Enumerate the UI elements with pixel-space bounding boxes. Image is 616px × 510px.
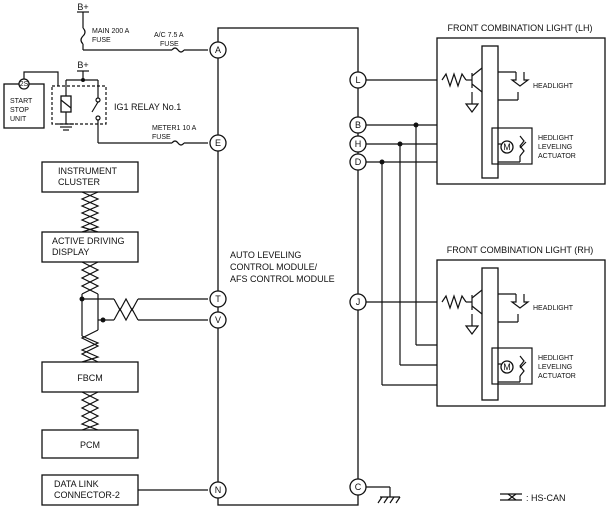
svg-text:J: J (356, 297, 361, 307)
instrument-cluster: INSTRUMENT CLUSTER (41, 161, 139, 193)
svg-text:L: L (355, 75, 360, 85)
can-twist-fbcm-pcm (80, 391, 100, 431)
pin-C: C (349, 478, 367, 496)
lh-headlight-label: HEADLIGHT (533, 83, 574, 90)
pin-E: E (209, 134, 227, 152)
rh-headlight-label: HEADLIGHT (533, 305, 574, 312)
svg-text:H: H (355, 139, 362, 149)
instrument-cluster-line1: INSTRUMENT (58, 166, 117, 176)
pcm: PCM (41, 429, 139, 459)
ground-symbol-c (366, 486, 401, 504)
fbcm-label: FBCM (77, 373, 103, 383)
legend-hs-can-label: : HS-CAN (526, 493, 566, 503)
pin-B: B (349, 116, 367, 134)
start-stop-badge: 2S (20, 81, 29, 88)
control-module-line1: AUTO LEVELING (230, 250, 301, 260)
svg-text:E: E (215, 138, 221, 148)
rh-actuator-line2: LEVELING (538, 364, 572, 371)
ig1-relay-label: IG1 RELAY No.1 (114, 102, 181, 112)
meter-fuse-circuit: METER1 10 A FUSE (98, 125, 208, 146)
control-module-line3: AFS CONTROL MODULE (230, 274, 335, 284)
pin-T: T (209, 290, 227, 308)
front-lh-title: FRONT COMBINATION LIGHT (LH) (447, 23, 592, 33)
pin-H: H (349, 135, 367, 153)
front-rh-title: FRONT COMBINATION LIGHT (RH) (447, 245, 594, 255)
rh-motor-label: M (503, 362, 511, 372)
svg-text:B: B (355, 120, 361, 130)
main-fuse-label-line2: FUSE (92, 37, 111, 44)
instrument-cluster-line2: CLUSTER (58, 177, 101, 187)
rh-headlight-icon (498, 293, 530, 323)
start-stop-line3: UNIT (10, 116, 27, 123)
legend-hs-can: : HS-CAN (500, 493, 566, 503)
main-fuse-symbol (80, 27, 86, 45)
rh-actuator-line3: ACTUATOR (538, 373, 576, 380)
auto-leveling-control-module: AUTO LEVELING CONTROL MODULE/ AFS CONTRO… (217, 27, 359, 506)
pcm-label: PCM (80, 440, 100, 450)
rh-actuator-line1: HEDLIGHT (538, 355, 574, 362)
relay-power-feed: B+ (66, 60, 98, 82)
active-driving-display-line2: DISPLAY (52, 247, 89, 257)
lh-headlight-icon (498, 71, 530, 101)
lh-actuator-line3: ACTUATOR (538, 153, 576, 160)
pin-D: D (349, 153, 367, 171)
data-link-connector: DATA LINK CONNECTOR-2 (41, 474, 208, 506)
active-driving-display: ACTIVE DRIVING DISPLAY (41, 231, 139, 263)
ac-fuse-label-line2: FUSE (160, 41, 179, 48)
active-driving-display-line1: ACTIVE DRIVING (52, 236, 125, 246)
start-stop-unit: 2S START STOP UNIT (3, 71, 59, 129)
pin-V: V (209, 311, 227, 329)
svg-text:N: N (215, 485, 222, 495)
meter-fuse-label-line1: METER1 10 A (152, 125, 197, 132)
start-stop-line2: STOP (10, 107, 29, 114)
can-twist-ic-add (80, 191, 100, 233)
ac-fuse-symbol (171, 47, 185, 53)
dlc-line1: DATA LINK (54, 479, 99, 489)
lh-actuator-line1: HEDLIGHT (538, 135, 574, 142)
pin-N: N (209, 481, 227, 499)
front-combination-light-lh: FRONT COMBINATION LIGHT (LH) HEADLIGHT M… (436, 23, 606, 185)
svg-text:V: V (215, 315, 221, 325)
b-plus-relay-label: B+ (77, 60, 88, 70)
dlc-line2: CONNECTOR-2 (54, 490, 120, 500)
svg-text:C: C (355, 482, 362, 492)
lh-motor-label: M (503, 142, 511, 152)
fbcm: FBCM (41, 361, 139, 393)
pin-A: A (209, 41, 227, 59)
svg-text:A: A (215, 45, 221, 55)
ac-fuse-label-line1: A/C 7.5 A (154, 32, 184, 39)
main-power-feed: B+ MAIN 200 A FUSE A/C 7.5 A FUSE (77, 2, 208, 53)
meter-fuse-label-line2: FUSE (152, 134, 171, 141)
front-combination-light-rh: FRONT COMBINATION LIGHT (RH) HEADLIGHT M… (436, 245, 606, 407)
ig1-relay: IG1 RELAY No.1 (51, 80, 181, 143)
lh-actuator-line2: LEVELING (538, 144, 572, 151)
svg-text:D: D (355, 157, 362, 167)
main-fuse-label-line1: MAIN 200 A (92, 28, 130, 35)
can-twist-add-fbcm (80, 261, 100, 363)
b-plus-top-label: B+ (77, 2, 88, 12)
start-stop-line1: START (10, 98, 33, 105)
can-branch-to-module (79, 296, 208, 323)
pin-J: J (349, 293, 367, 311)
control-module-line2: CONTROL MODULE/ (230, 262, 318, 272)
pin-L: L (349, 71, 367, 89)
svg-text:T: T (215, 294, 221, 304)
